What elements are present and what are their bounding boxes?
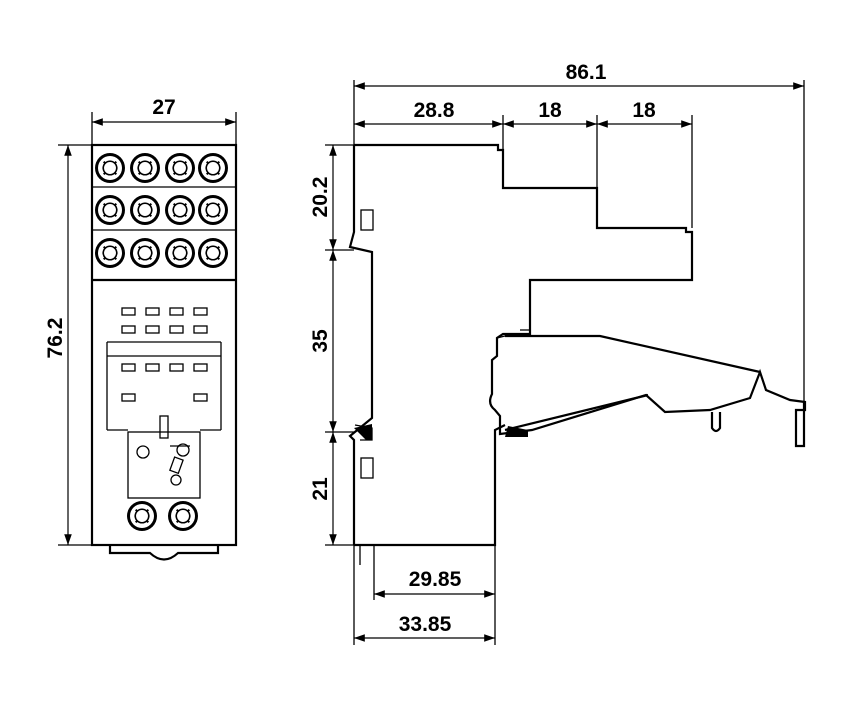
label-overall-length: 86.1 xyxy=(566,61,607,84)
contact-slot xyxy=(121,393,136,402)
contact-slot xyxy=(121,325,136,334)
label-front-width: 27 xyxy=(152,96,175,119)
screw-terminal xyxy=(127,501,157,531)
screw-terminal xyxy=(130,153,160,183)
screw-terminal xyxy=(130,238,160,268)
dimension-side-heights: 20.2 35 21 xyxy=(309,144,354,546)
screw-terminal xyxy=(95,238,125,268)
screw-terminal xyxy=(198,238,228,268)
contact-slot xyxy=(145,363,160,372)
contact-slot xyxy=(169,325,184,334)
label-segment-c: 18 xyxy=(632,99,656,122)
contact-slot xyxy=(193,325,208,334)
bottom-terminal-screws xyxy=(127,501,198,531)
screw-terminal xyxy=(130,195,160,225)
label-lower-height: 21 xyxy=(309,477,332,501)
contact-slot xyxy=(193,307,208,316)
screw-terminal xyxy=(165,195,195,225)
screw-terminal xyxy=(95,153,125,183)
label-base-outer: 33.85 xyxy=(399,613,452,636)
label-segment-b: 18 xyxy=(538,99,562,122)
label-front-height: 76.2 xyxy=(44,318,67,359)
screw-terminal xyxy=(198,195,228,225)
label-middle-height: 35 xyxy=(309,329,332,353)
screw-terminal xyxy=(165,153,195,183)
screw-terminal xyxy=(165,238,195,268)
contact-slot xyxy=(121,307,136,316)
contact-slots xyxy=(106,307,222,439)
contact-slot xyxy=(169,363,184,372)
side-body-outline xyxy=(354,143,807,448)
dimension-front-height: 76.2 xyxy=(44,144,92,546)
contact-slot xyxy=(145,325,160,334)
dimension-base: 29.85 33.85 xyxy=(353,545,496,645)
label-base-inner: 29.85 xyxy=(409,568,462,591)
label-upper-height: 20.2 xyxy=(309,177,332,218)
coil-area xyxy=(127,431,201,499)
screw-terminal xyxy=(95,195,125,225)
contact-slot xyxy=(169,307,184,316)
dimension-front-width: 27 xyxy=(91,96,237,145)
label-segment-a: 28.8 xyxy=(414,99,455,122)
contact-slot xyxy=(121,363,136,372)
dimension-segments: 28.8 18 18 xyxy=(354,99,693,228)
front-body-outline xyxy=(90,143,238,547)
terminal-screws xyxy=(95,153,228,268)
screw-terminal xyxy=(168,501,198,531)
side-view xyxy=(348,143,807,565)
contact-slot xyxy=(193,363,208,372)
front-view xyxy=(90,143,238,561)
din-clip xyxy=(108,545,220,561)
contact-slot xyxy=(145,307,160,316)
screw-terminal xyxy=(198,153,228,183)
contact-slot xyxy=(193,393,208,402)
dimension-overall-length: 86.1 xyxy=(353,61,805,402)
